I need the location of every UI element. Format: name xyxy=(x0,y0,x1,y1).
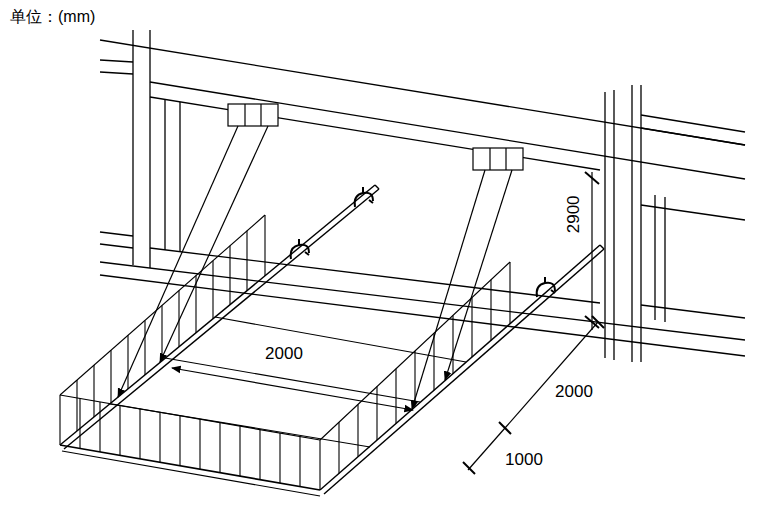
suspension-cables xyxy=(118,126,512,409)
dimension-lines xyxy=(172,172,604,474)
dimension-value: 2000 xyxy=(263,345,305,364)
unit-note: 单位：(mm) xyxy=(8,8,97,26)
dimension-value: 2000 xyxy=(553,383,595,402)
dimension-value: 2900 xyxy=(565,193,584,235)
hooks xyxy=(291,187,555,297)
platform-railings xyxy=(60,215,510,496)
building-frame xyxy=(100,30,745,362)
steel-beams xyxy=(60,185,604,494)
dimension-value: 1000 xyxy=(503,451,545,470)
anchor-plates xyxy=(228,104,523,170)
